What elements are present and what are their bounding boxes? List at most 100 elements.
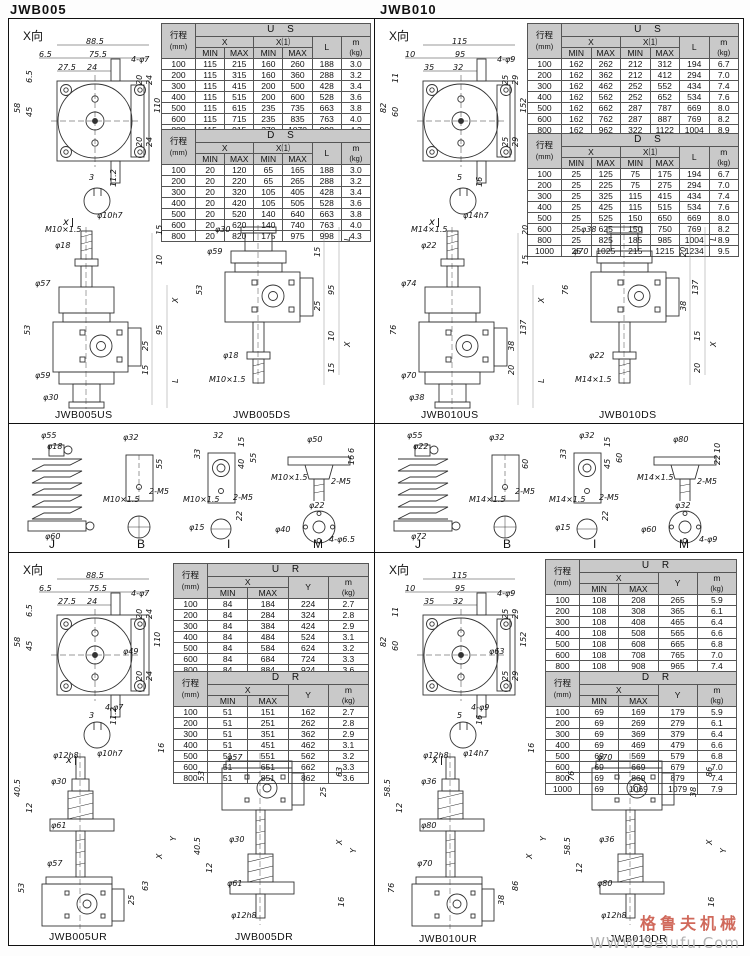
dim-label: 24	[145, 608, 154, 619]
dim-label: φ80	[673, 435, 689, 444]
table-cell: 662	[590, 101, 621, 114]
dim-label: X	[343, 341, 352, 347]
col-group: X⑴	[620, 35, 680, 48]
dim-label: 53	[197, 770, 206, 781]
sub-header: MAX	[247, 586, 289, 599]
dim-label: φ70	[417, 859, 433, 868]
col-group: X	[207, 683, 289, 696]
dim-label: 152	[519, 631, 528, 647]
table-cell: 7.4	[696, 659, 738, 672]
table-cell: 615	[224, 101, 255, 114]
dim-label: 75.5	[89, 584, 107, 593]
divider	[375, 423, 743, 425]
dim-label: 16	[347, 454, 356, 465]
dim-label: M10×1.5	[209, 375, 246, 384]
table-cell: 3.2	[340, 174, 372, 187]
table-cell: 200	[527, 178, 562, 191]
table-cell: 2.9	[327, 619, 370, 632]
table-cell: 69	[578, 716, 620, 729]
table-cell: 7.0	[708, 178, 739, 191]
table-cell: 185	[620, 233, 651, 246]
table-cell: 25	[561, 167, 592, 180]
table-cell: 428	[311, 185, 342, 198]
table-cell: 300	[173, 619, 208, 632]
dim-label: 86	[511, 880, 520, 891]
dim-label: L	[709, 236, 718, 241]
dim-label: φ80	[421, 821, 437, 830]
table-cell: 179	[657, 705, 698, 718]
dim-label: 6.5	[25, 70, 34, 83]
table-cell: 400	[173, 738, 208, 751]
dim-label: 4-φ7	[105, 703, 124, 712]
table-cell: 800	[545, 659, 580, 672]
table-title: U S	[195, 23, 371, 37]
table-cell: 908	[618, 659, 659, 672]
table-cell: 25	[561, 211, 592, 224]
table-cell: 294	[679, 178, 710, 191]
table-cell: 2.9	[327, 727, 370, 740]
sub-header: MIN	[620, 46, 651, 59]
dim-label: 2-M5	[515, 487, 535, 496]
view-label: X向	[23, 29, 44, 43]
sub-header: MIN	[578, 694, 620, 707]
table-cell: 3.2	[327, 749, 370, 762]
dim-label: L	[537, 378, 546, 383]
table-cell: 279	[657, 716, 698, 729]
table-cell: 384	[247, 619, 289, 632]
dim-label: 5	[457, 173, 463, 182]
dim-label: φ59	[35, 371, 51, 380]
dim-label: 15	[237, 436, 246, 447]
dim-label: 20	[693, 362, 702, 373]
dim-label: 58	[13, 102, 22, 113]
table-cell: 663	[311, 101, 342, 114]
table-cell: 105	[253, 196, 284, 209]
table-cell: 300	[173, 727, 208, 740]
dim-label: 82	[379, 102, 388, 113]
drawing-caption: JWB005DS	[233, 409, 291, 421]
table-cell: 162	[287, 705, 329, 718]
dim-label: φ30	[51, 777, 67, 786]
table-cell: 162	[561, 68, 592, 81]
dim-label: 40	[237, 458, 246, 469]
table-cell: 500	[527, 211, 562, 224]
table-cell: 100	[161, 163, 196, 176]
table-cell: 252	[620, 79, 651, 92]
table-cell: 525	[590, 211, 621, 224]
table-cell: 150	[620, 211, 651, 224]
dim-label: φ61	[227, 879, 243, 888]
table-cell: 69	[578, 705, 620, 718]
dim-label: 60	[391, 640, 400, 651]
table-cell: 684	[247, 652, 289, 665]
dim-label: 2-M5	[599, 493, 619, 502]
table-cell: 3.2	[327, 641, 370, 654]
table-cell: 3.8	[340, 207, 372, 220]
table-cell: 69	[578, 771, 620, 784]
dim-label: 15	[327, 362, 336, 373]
dim-label: φ57	[47, 859, 63, 868]
table-cell: 65	[253, 163, 284, 176]
table-cell: 162	[561, 57, 592, 70]
dim-label: φ18	[47, 442, 63, 451]
table-cell: 369	[618, 727, 659, 740]
watermark: 格鲁夫机械 WWW.Gelufu.Com	[590, 910, 740, 952]
dim-label: 10	[713, 442, 722, 453]
table-cell: 8.0	[708, 101, 739, 114]
table-cell: 434	[679, 79, 710, 92]
dim-label: X	[171, 297, 180, 303]
dim-label: 16	[337, 896, 346, 907]
col-header: L	[311, 141, 342, 165]
table-cell: 735	[282, 101, 313, 114]
